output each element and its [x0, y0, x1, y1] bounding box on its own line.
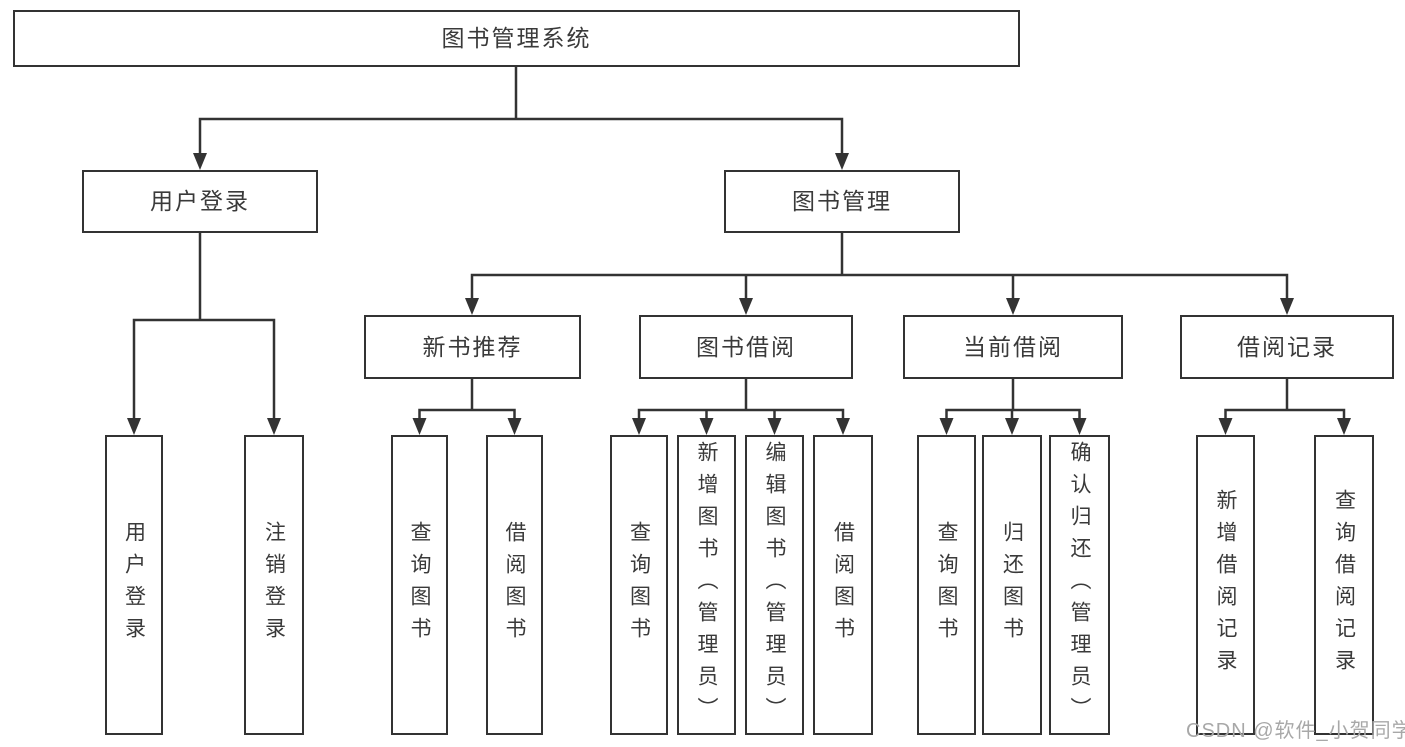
node-user-login: 用户登录: [82, 170, 318, 233]
leaf-return-books-label: 归还图书: [1000, 521, 1024, 649]
node-new-book-recommend-label: 新书推荐: [422, 333, 523, 360]
leaf-borrow-books-recommend: 借阅图书: [486, 435, 543, 735]
leaf-confirm-return-admin: 确认归还（管理员）: [1049, 435, 1110, 735]
node-book-management-label: 图书管理: [792, 188, 892, 214]
leaf-add-borrow-record-label: 新增借阅记录: [1214, 489, 1237, 681]
leaf-user-login-label: 用户登录: [122, 521, 146, 649]
leaf-query-books-borrowing: 查询图书: [610, 435, 668, 735]
leaf-query-books-current-label: 查询图书: [935, 521, 958, 649]
leaf-query-borrow-record-label: 查询借阅记录: [1332, 489, 1356, 681]
root-node: 图书管理系统: [13, 10, 1020, 67]
leaf-borrow-books-borrowing-label: 借阅图书: [831, 521, 855, 649]
node-new-book-recommend: 新书推荐: [364, 315, 581, 379]
connector-level2-split: [470, 273, 1289, 299]
watermark: CSDN @软件_小贺同学: [1186, 720, 1405, 742]
leaf-query-borrow-record: 查询借阅记录: [1314, 435, 1374, 735]
leaf-query-books-borrowing-label: 查询图书: [627, 521, 651, 649]
leaf-logout: 注销登录: [244, 435, 304, 735]
leaf-borrow-books-borrowing: 借阅图书: [813, 435, 873, 735]
leaf-return-books: 归还图书: [982, 435, 1042, 735]
connector-userlogin-split: [132, 318, 276, 420]
leaf-confirm-return-admin-label: 确认归还（管理员）: [1068, 441, 1091, 729]
node-current-borrowing-label: 当前借阅: [963, 333, 1063, 360]
leaf-query-books-recommend-label: 查询图书: [408, 521, 431, 649]
node-user-login-label: 用户登录: [150, 188, 250, 214]
leaf-borrow-books-recommend-label: 借阅图书: [503, 521, 526, 649]
node-current-borrowing: 当前借阅: [903, 315, 1123, 379]
arrowheads: [127, 153, 1351, 435]
node-borrowing-records: 借阅记录: [1180, 315, 1394, 379]
node-book-borrowing-label: 图书借阅: [696, 333, 796, 360]
leaf-add-borrow-record: 新增借阅记录: [1196, 435, 1255, 735]
connector-newbook-split: [418, 408, 516, 420]
leaf-edit-book-admin: 编辑图书（管理员）: [745, 435, 804, 735]
leaf-edit-book-admin-label: 编辑图书（管理员）: [763, 441, 786, 729]
leaf-query-books-recommend: 查询图书: [391, 435, 448, 735]
node-book-management: 图书管理: [724, 170, 960, 233]
node-book-borrowing: 图书借阅: [639, 315, 853, 379]
leaf-user-login: 用户登录: [105, 435, 163, 735]
node-borrowing-records-label: 借阅记录: [1237, 333, 1337, 360]
connector-level1-split: [198, 117, 844, 155]
leaf-add-book-admin-label: 新增图书（管理员）: [695, 441, 718, 729]
connector-records-split: [1224, 408, 1346, 420]
leaf-logout-label: 注销登录: [262, 521, 286, 649]
leaf-query-books-current: 查询图书: [917, 435, 976, 735]
connector-borrowing-split: [637, 408, 845, 420]
root-node-label: 图书管理系统: [441, 25, 592, 51]
leaf-add-book-admin: 新增图书（管理员）: [677, 435, 736, 735]
